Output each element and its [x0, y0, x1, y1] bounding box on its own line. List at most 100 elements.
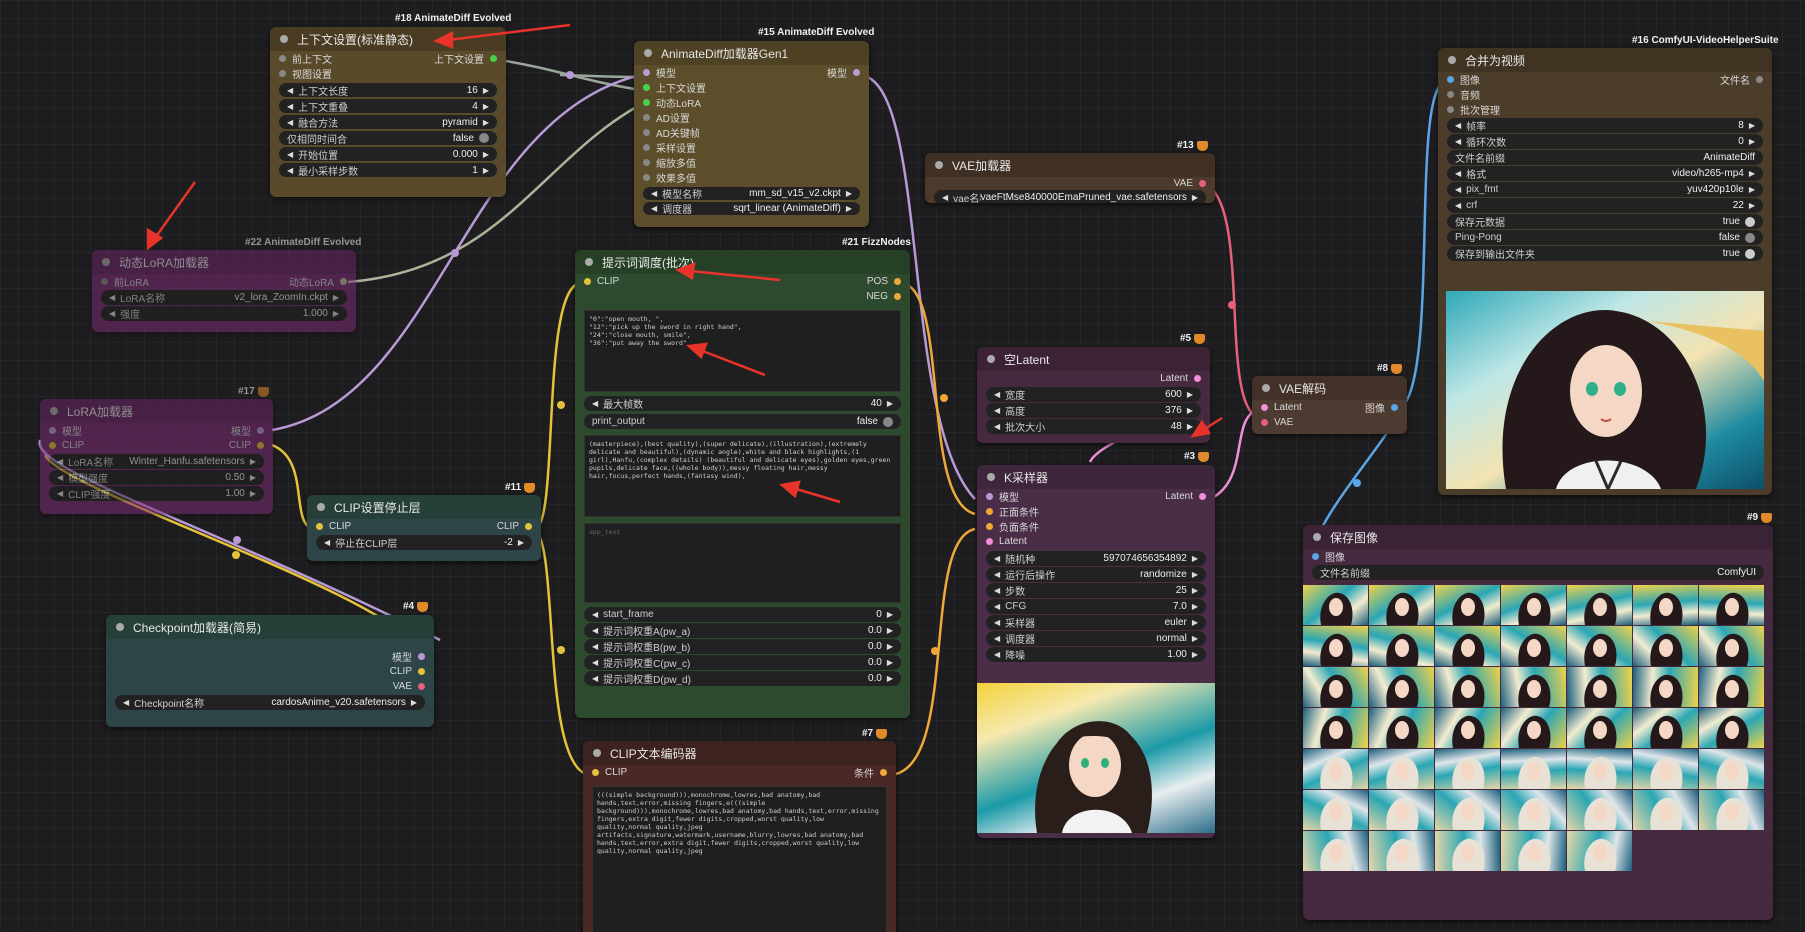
decrement-arrow-icon[interactable]: ◀ — [109, 309, 116, 318]
negative-prompt-textarea[interactable]: (((simple background))),monochrome,lowre… — [592, 786, 887, 932]
decrement-arrow-icon[interactable]: ◀ — [287, 149, 294, 159]
decrement-arrow-icon[interactable]: ◀ — [57, 489, 64, 498]
increment-arrow-icon[interactable]: ▶ — [332, 309, 339, 318]
reroute-dot[interactable] — [557, 401, 565, 409]
saved-image-thumbnail[interactable] — [1303, 749, 1368, 789]
output-socket[interactable] — [894, 278, 901, 285]
input-socket[interactable] — [986, 538, 993, 545]
saved-image-thumbnail[interactable] — [1501, 585, 1566, 625]
increment-arrow-icon[interactable]: ▶ — [482, 117, 489, 127]
saved-image-thumbnail[interactable] — [1567, 831, 1632, 871]
widget-nodes.fizz-1[interactable]: ◀提示词权重A(pw_a)0.0▶ — [584, 623, 901, 638]
saved-image-thumbnail[interactable] — [1501, 626, 1566, 666]
saved-image-thumbnail[interactable] — [1435, 790, 1500, 830]
saved-image-thumbnail[interactable] — [1633, 626, 1698, 666]
increment-arrow-icon[interactable]: ▶ — [1191, 634, 1198, 643]
node-checkpoint-loader[interactable]: Checkpoint加载器(简易) 模型 CLIP VAE ◀Checkpoin… — [106, 615, 434, 727]
increment-arrow-icon[interactable]: ▶ — [1191, 650, 1198, 659]
input-socket[interactable] — [643, 99, 650, 106]
increment-arrow-icon[interactable]: ▶ — [249, 489, 256, 498]
pre-text-textarea[interactable]: (masterpiece),(best quality),(super deli… — [584, 435, 901, 517]
reroute-dot[interactable] — [1353, 479, 1361, 487]
output-socket[interactable] — [894, 293, 901, 300]
saved-image-thumbnail[interactable] — [1567, 626, 1632, 666]
reroute-dot[interactable] — [1228, 301, 1236, 309]
input-socket[interactable] — [1447, 76, 1454, 83]
decrement-arrow-icon[interactable]: ◀ — [287, 117, 294, 127]
saved-image-thumbnail[interactable] — [1501, 790, 1566, 830]
saved-image-thumbnail[interactable] — [1369, 749, 1434, 789]
increment-arrow-icon[interactable]: ▶ — [1748, 169, 1755, 178]
output-socket[interactable] — [257, 442, 264, 449]
input-socket[interactable] — [986, 508, 993, 515]
saved-image-thumbnail[interactable] — [1303, 585, 1368, 625]
increment-arrow-icon[interactable]: ▶ — [482, 149, 489, 159]
input-socket[interactable] — [279, 55, 286, 62]
reroute-dot[interactable] — [451, 249, 459, 257]
saved-image-thumbnail[interactable] — [1567, 667, 1632, 707]
toggle-icon[interactable] — [1745, 232, 1755, 243]
decrement-arrow-icon[interactable]: ◀ — [592, 658, 599, 667]
input-socket[interactable] — [643, 114, 650, 121]
decrement-arrow-icon[interactable]: ◀ — [592, 610, 599, 619]
decrement-arrow-icon[interactable]: ◀ — [287, 101, 294, 111]
output-socket[interactable] — [418, 653, 425, 660]
saved-image-thumbnail[interactable] — [1501, 708, 1566, 748]
increment-arrow-icon[interactable]: ▶ — [886, 610, 893, 619]
input-socket[interactable] — [643, 159, 650, 166]
toggle-icon[interactable] — [1745, 248, 1755, 259]
decrement-arrow-icon[interactable]: ◀ — [1455, 169, 1462, 178]
saved-image-thumbnail[interactable] — [1567, 749, 1632, 789]
saved-image-thumbnail[interactable] — [1699, 790, 1764, 830]
output-socket[interactable] — [418, 668, 425, 675]
output-socket[interactable] — [1199, 493, 1206, 500]
decrement-arrow-icon[interactable]: ◀ — [1455, 185, 1462, 194]
input-socket[interactable] — [986, 493, 993, 500]
reroute-dot[interactable] — [232, 551, 240, 559]
widget-nodes.fizz-2[interactable]: ◀提示词权重B(pw_b)0.0▶ — [584, 639, 901, 654]
output-socket[interactable] — [1391, 404, 1398, 411]
decrement-arrow-icon[interactable]: ◀ — [592, 674, 599, 683]
decrement-arrow-icon[interactable]: ◀ — [57, 457, 64, 466]
increment-arrow-icon[interactable]: ▶ — [249, 473, 256, 482]
increment-arrow-icon[interactable]: ▶ — [1186, 422, 1193, 431]
increment-arrow-icon[interactable]: ▶ — [845, 189, 852, 198]
saved-image-thumbnail[interactable] — [1699, 708, 1764, 748]
saved-image-thumbnail[interactable] — [1303, 626, 1368, 666]
increment-arrow-icon[interactable]: ▶ — [1748, 185, 1755, 194]
output-socket[interactable] — [853, 69, 860, 76]
saved-image-thumbnail[interactable] — [1369, 667, 1434, 707]
saved-image-thumbnail[interactable] — [1699, 585, 1764, 625]
input-socket[interactable] — [643, 129, 650, 136]
saved-image-thumbnail[interactable] — [1435, 749, 1500, 789]
widget-clip-layer[interactable]: ◀停止在CLIP层-2▶ — [316, 535, 532, 550]
increment-arrow-icon[interactable]: ▶ — [1191, 586, 1198, 595]
saved-image-thumbnail[interactable] — [1501, 667, 1566, 707]
decrement-arrow-icon[interactable]: ◀ — [994, 406, 1001, 415]
decrement-arrow-icon[interactable]: ◀ — [651, 189, 658, 198]
input-socket[interactable] — [986, 523, 993, 530]
decrement-arrow-icon[interactable]: ◀ — [324, 538, 331, 547]
increment-arrow-icon[interactable]: ▶ — [1186, 406, 1193, 415]
input-socket[interactable] — [49, 442, 56, 449]
